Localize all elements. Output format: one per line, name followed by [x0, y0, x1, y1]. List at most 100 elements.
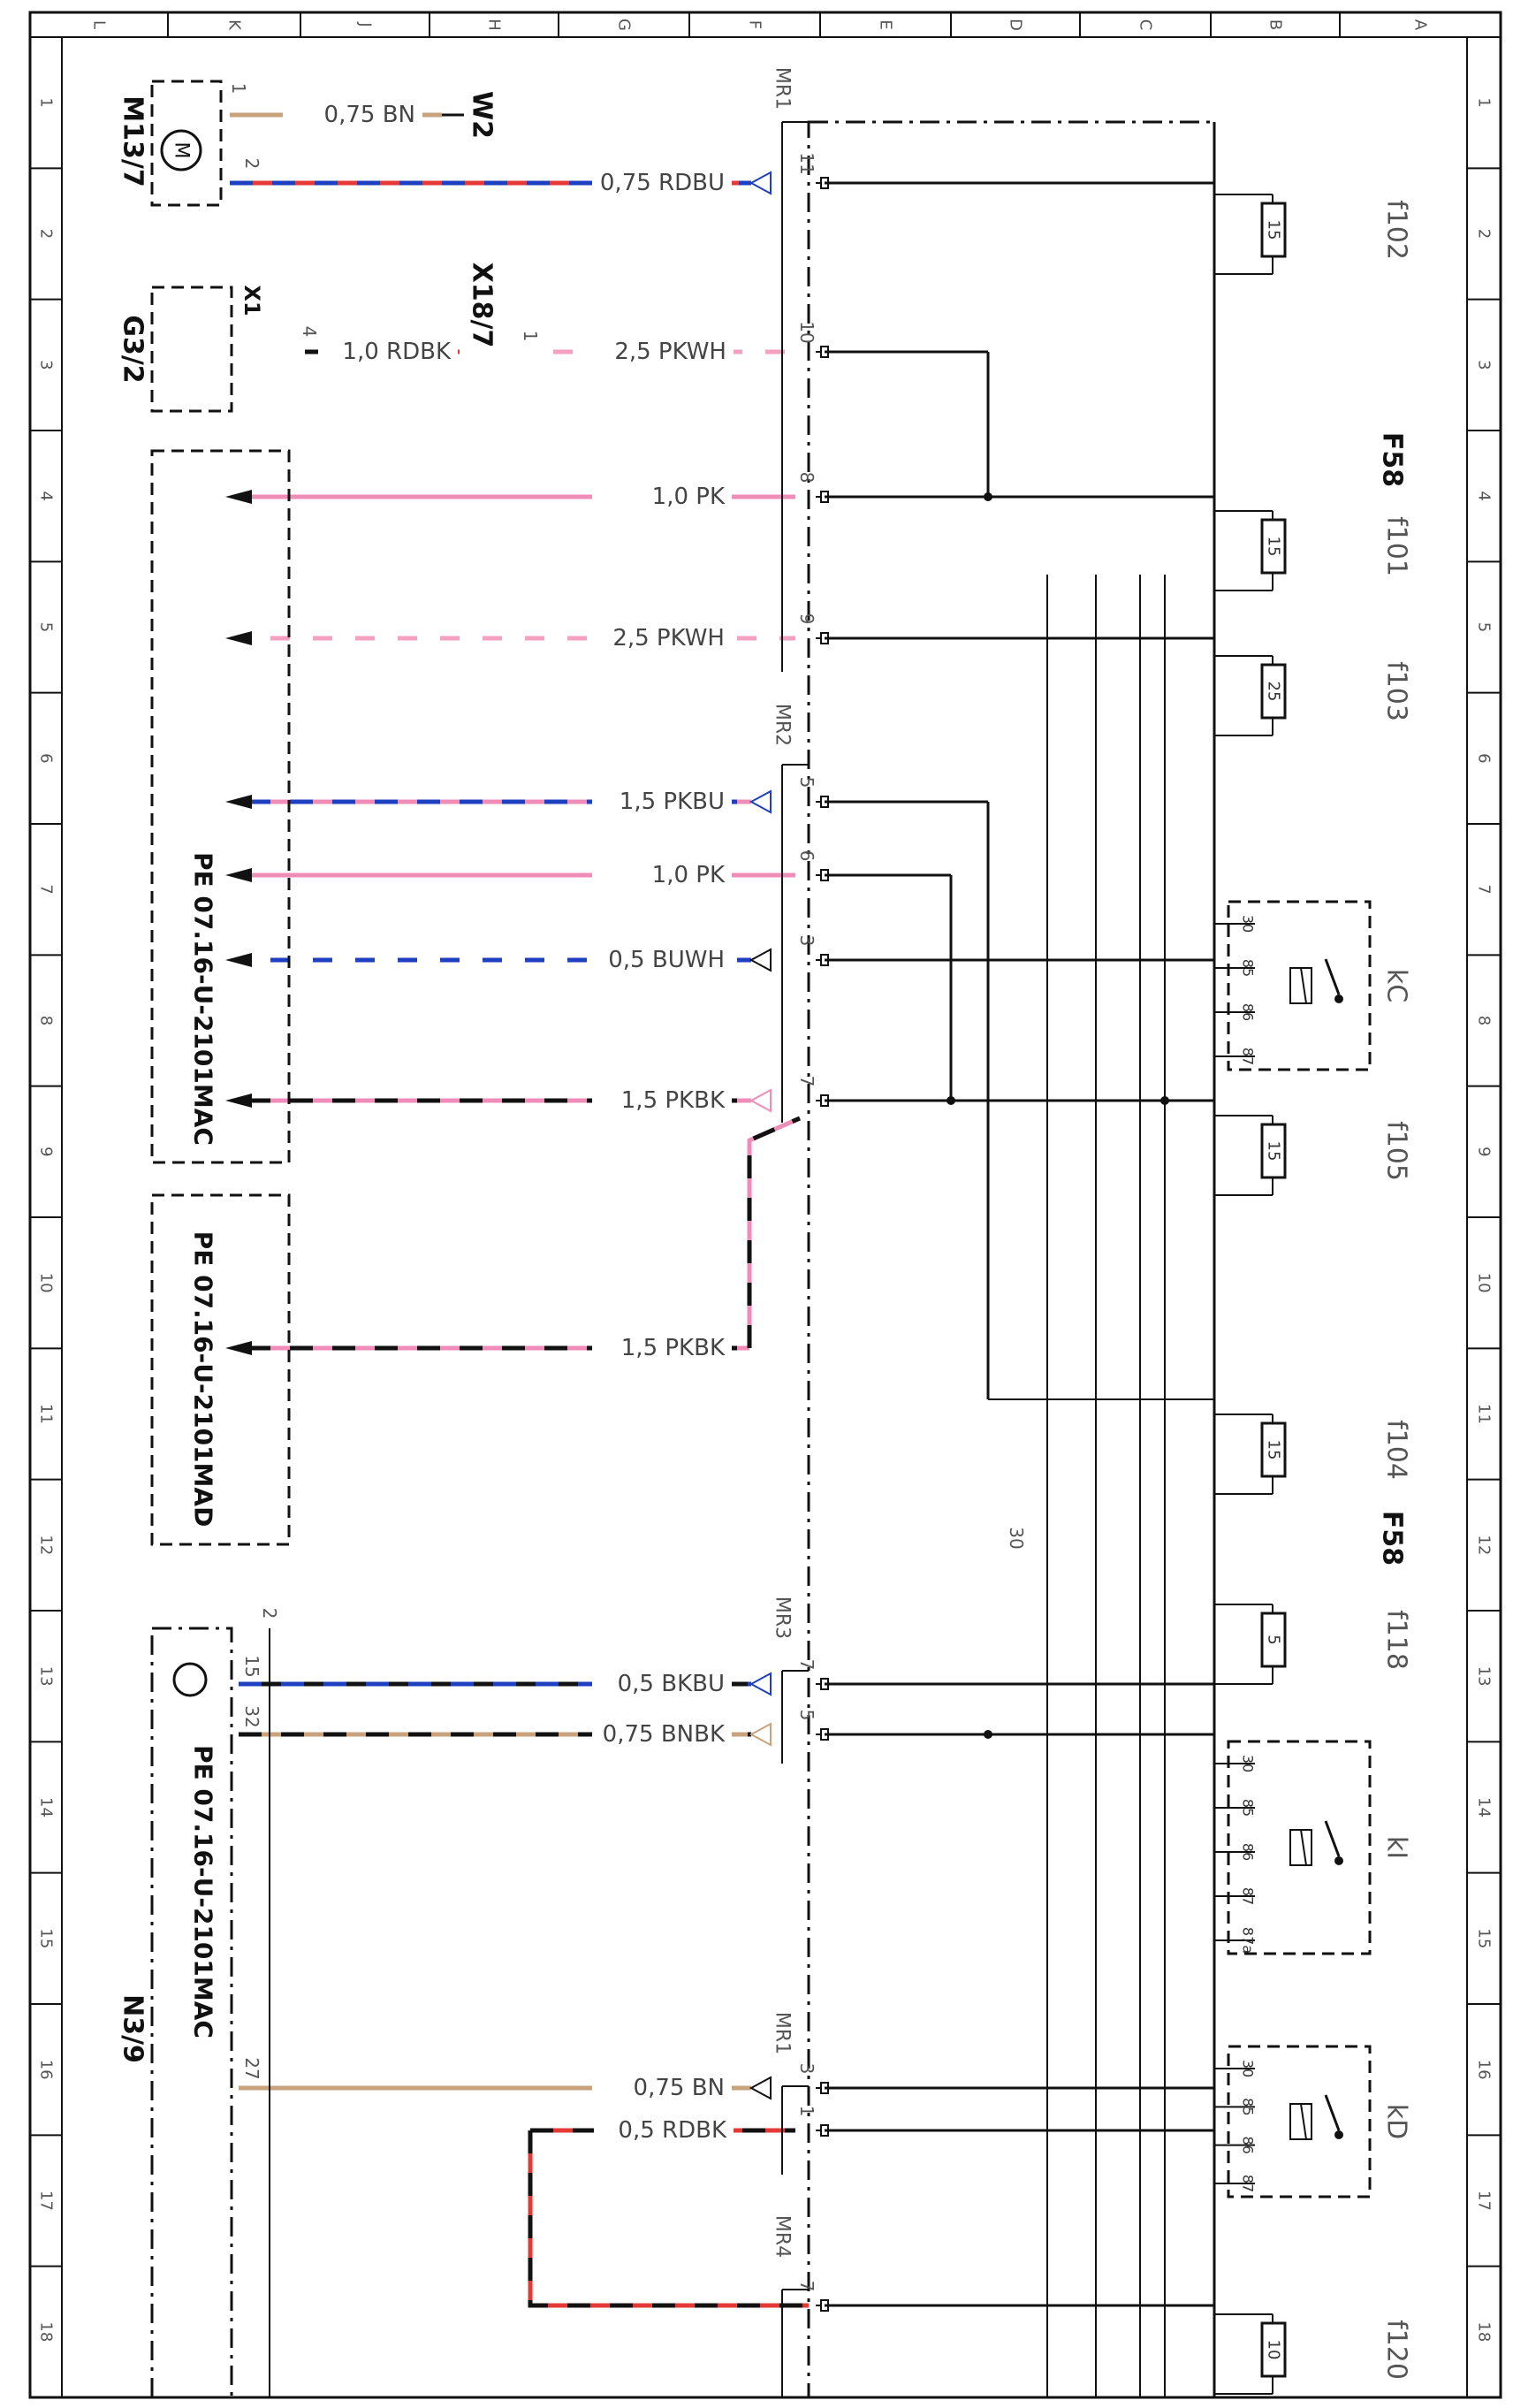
pin-label: 7 — [796, 1076, 817, 1087]
fuse-name: f103 — [1381, 661, 1412, 721]
connector-label: MR4 — [772, 2215, 794, 2258]
motor-icon — [160, 129, 202, 171]
pin-label: 5 — [796, 777, 817, 789]
row-marker-left: 16 — [37, 2060, 56, 2080]
row-marker-right: 3 — [1475, 360, 1494, 370]
junction-dot — [1334, 994, 1343, 1003]
label-bg — [594, 2115, 734, 2146]
pin-label: 3 — [796, 2063, 817, 2075]
arrow-in — [749, 1722, 772, 1747]
module-label: N3/9 — [118, 1994, 148, 2063]
pin-label: 7 — [796, 2281, 817, 2292]
row-marker-right: 5 — [1475, 622, 1494, 632]
row-marker-left: 3 — [37, 360, 56, 370]
connector-label: MR1 — [772, 67, 794, 110]
pin-label: 27 — [241, 2057, 262, 2079]
wire-label: 0,75 BN — [324, 102, 415, 128]
relay-pin-label: 87 — [1240, 1048, 1257, 1065]
connector-label: MR1 — [772, 2012, 794, 2054]
row-marker-right: 16 — [1475, 2060, 1494, 2080]
frame-border — [28, 11, 1502, 2399]
column-marker: L — [90, 20, 109, 29]
label-bg — [592, 481, 732, 513]
connector-label: X1 — [239, 285, 264, 316]
fuse-f104 — [1260, 1421, 1287, 1478]
component-boxes — [150, 80, 1372, 2399]
module-box — [150, 1627, 233, 2399]
junction-dot — [984, 1730, 992, 1739]
relay-pin-label: 30 — [1240, 1755, 1257, 1772]
row-marker-right: 15 — [1475, 1928, 1494, 1948]
fuse-rating: 10 — [1265, 2340, 1283, 2360]
fuse-name: f120 — [1381, 2320, 1412, 2380]
relay-name: kD — [1381, 2104, 1412, 2139]
sensor-label: G3/2 — [118, 315, 148, 383]
wire-stripe — [528, 2130, 809, 2308]
arrow-left — [225, 1094, 252, 1108]
reference-label: PE 07.16-U-2101MAD — [189, 1231, 218, 1528]
row-marker-right: 12 — [1475, 1535, 1494, 1555]
relay-contact — [1324, 2094, 1341, 2131]
row-marker-right: 7 — [1475, 884, 1494, 894]
junction-dot — [947, 1096, 955, 1105]
arrow-in — [749, 171, 772, 195]
wire-label: 0,5 BKBU — [618, 1671, 725, 1697]
relay-coil-diag — [1300, 2103, 1307, 2140]
label-bg — [592, 1332, 732, 1364]
arrow-left — [225, 631, 252, 645]
sensor-box — [150, 286, 233, 413]
fuse-box-label: F58 — [1377, 1511, 1408, 1566]
relay-contact — [1324, 958, 1341, 995]
relay-name: kI — [1381, 1836, 1412, 1859]
wire-label: 0,5 BUWH — [608, 947, 725, 973]
relay-pin-label: 85 — [1240, 2098, 1257, 2115]
row-marker-right: 1 — [1475, 97, 1494, 107]
relay-pin-label: 87 — [1240, 1887, 1257, 1905]
row-marker-right: 13 — [1475, 1666, 1494, 1687]
wires-layer — [225, 112, 1274, 2397]
row-marker-left: 6 — [37, 753, 56, 763]
fuse-rating: 25 — [1265, 682, 1283, 702]
ground-label: W2 — [467, 91, 498, 139]
label-bg — [592, 1668, 732, 1700]
relay-pin-label: 86 — [1240, 1003, 1257, 1021]
fuse-name: f104 — [1381, 1420, 1412, 1480]
fuse-rating: 15 — [1265, 220, 1283, 240]
column-marker: C — [1137, 19, 1155, 31]
fuse-rating: 15 — [1265, 1141, 1283, 1162]
column-marker: J — [356, 21, 375, 27]
row-marker-left: 13 — [37, 1666, 56, 1687]
pin-label: 1 — [520, 331, 541, 342]
arrow-in — [749, 1672, 772, 1696]
fuse-rating: 15 — [1265, 537, 1283, 557]
junction-dot — [1334, 1856, 1343, 1865]
connector-label: X18/7 — [467, 263, 498, 348]
label-bg — [594, 336, 734, 368]
junction-dot — [1334, 2130, 1343, 2139]
relay-coil-diag — [1300, 967, 1307, 1004]
fuse-f118 — [1260, 1612, 1287, 1668]
row-marker-left: 2 — [37, 229, 56, 239]
row-marker-left: 17 — [37, 2191, 56, 2211]
fuse-rating: 5 — [1265, 1635, 1283, 1644]
pin-label: 9 — [796, 613, 817, 625]
arrow-left — [225, 795, 252, 809]
connector-label: MR3 — [772, 1596, 794, 1639]
row-marker-left: 8 — [37, 1016, 56, 1025]
fuse-f102 — [1260, 202, 1287, 258]
pin-label: 15 — [241, 1655, 262, 1677]
label-bg — [283, 99, 422, 131]
row-marker-left: 1 — [37, 97, 56, 107]
pin-label: 3 — [796, 935, 817, 947]
fuse-name: f105 — [1381, 1121, 1412, 1181]
relay-contact — [1324, 1820, 1341, 1857]
wire-label: 0,5 RDBK — [618, 2117, 727, 2144]
label-bg — [592, 1718, 732, 1750]
wire-label: 2,5 PKWH — [614, 339, 726, 365]
pin-label: 2 — [241, 158, 262, 170]
label-bg — [592, 859, 732, 891]
row-marker-right: 14 — [1475, 1797, 1494, 1817]
connector-block — [807, 120, 1216, 2399]
